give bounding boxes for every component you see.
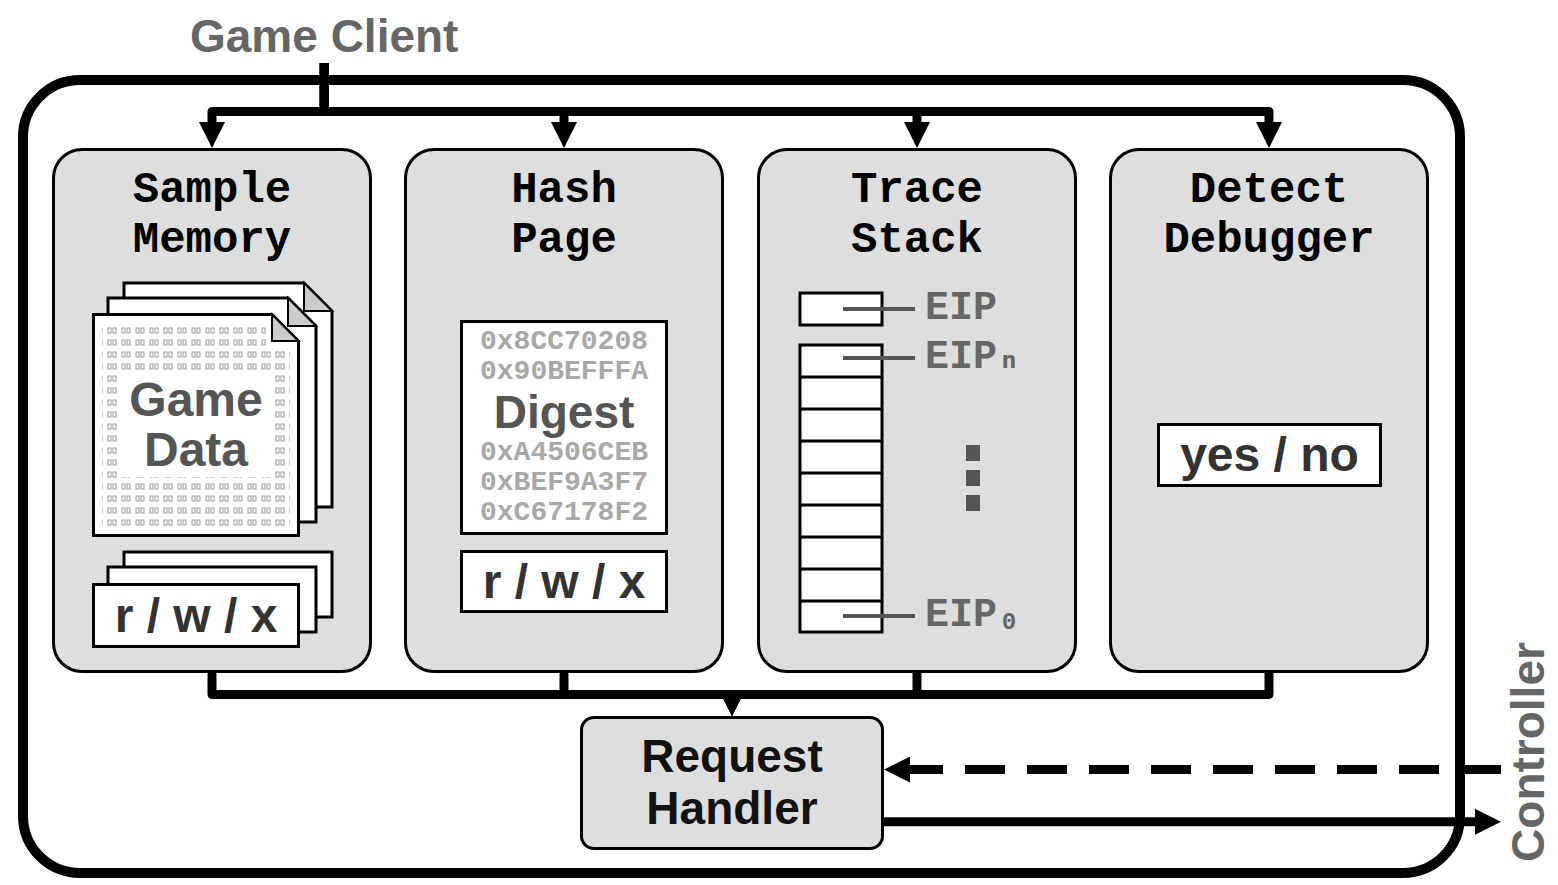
connector-arrow — [564, 673, 732, 702]
box-label: yes / no — [1180, 431, 1359, 479]
hex-digest: 0x8CC70208 0x90BEFFFA — [474, 327, 654, 387]
leader-lines — [843, 309, 915, 616]
box-label: r / w / x — [115, 592, 278, 640]
page-sheet — [94, 315, 299, 536]
data-texture — [102, 347, 290, 527]
connector-arrow — [732, 673, 1269, 702]
stack-frames — [800, 345, 882, 632]
data-texture — [102, 323, 266, 351]
permission-box: r / w / x — [460, 550, 668, 613]
controller-label: Controller — [1505, 642, 1551, 862]
module-panel: Detect Debugger yes / no — [1109, 148, 1429, 673]
module-panel: Hash Page 0x8CC70208 0x90BEFFFADigest0xA4… — [404, 148, 724, 673]
box-label: r / w / x — [483, 558, 646, 606]
digest-label: Digest — [494, 387, 635, 438]
client-boundary: Game ClientSample Memory Game Datar / w … — [18, 75, 1465, 878]
handler-label: Request Handler — [583, 731, 881, 834]
connector-arrow — [324, 63, 564, 134]
ellipsis-dots — [966, 445, 980, 511]
module-panel: Sample Memory Game Data r / w / x — [52, 148, 372, 673]
page-fold — [304, 283, 332, 311]
digest-box: 0x8CC70208 0x90BEFFFADigest0xA4506CEB 0x… — [460, 320, 668, 535]
connector-arrow — [212, 63, 324, 134]
panel-title: Detect Debugger — [1159, 165, 1379, 265]
panel-title: Trace Stack — [807, 165, 1027, 265]
panel-title: Hash Page — [454, 165, 674, 265]
connector-arrow — [324, 63, 917, 134]
permission-box: r / w / x — [92, 583, 300, 648]
page-fold — [272, 315, 299, 342]
register-label: EIPₙ — [925, 338, 1021, 378]
register-label: EIP — [925, 289, 997, 329]
panel-title: Sample Memory — [102, 165, 322, 265]
memory-page: Game Data — [92, 313, 300, 537]
group-heading: Game Client — [190, 13, 458, 59]
page-label: Game Data — [117, 373, 275, 478]
connector-arrow — [212, 673, 732, 702]
result-box: yes / no — [1157, 423, 1382, 487]
controller-node: Controller — [1505, 642, 1551, 862]
page-fold — [288, 298, 316, 326]
register-label: EIP₀ — [925, 596, 1021, 636]
hex-digest: 0xA4506CEB 0xBEF9A3F7 0xC67178F2 — [474, 438, 654, 528]
connector-arrow — [898, 765, 1501, 774]
connector-arrow — [884, 817, 1487, 826]
stack-dividers — [800, 377, 882, 601]
connector-arrow — [324, 63, 1269, 134]
module-panel: Trace Stack EIP EIPₙEIP₀ — [757, 148, 1077, 673]
handler-box: Request Handler — [580, 716, 884, 850]
